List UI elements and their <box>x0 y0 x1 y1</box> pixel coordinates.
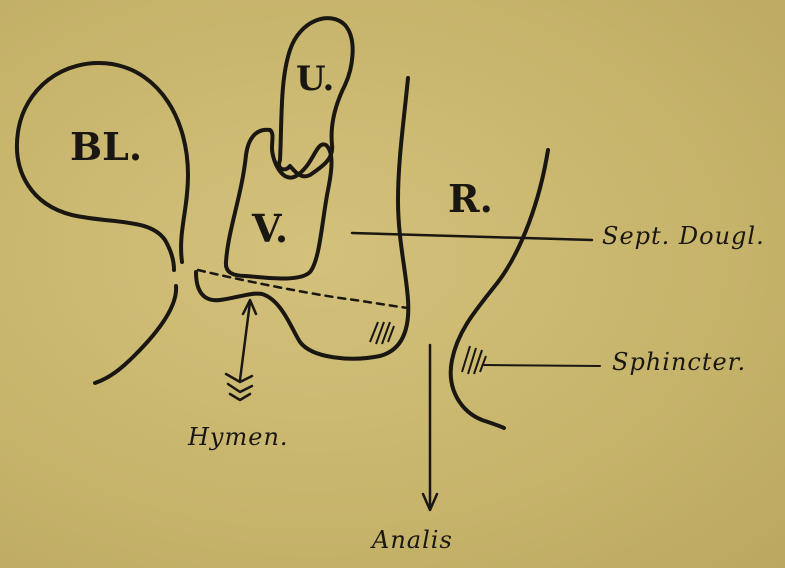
septum-douglas-label: Sept. Dougl. <box>602 224 765 248</box>
hymen-arrow <box>226 300 256 400</box>
perineum-hatching <box>370 322 394 344</box>
hymen-label: Hymen. <box>188 425 289 449</box>
anal-arrow <box>423 345 437 510</box>
sphincter-label: Sphincter. <box>612 350 746 374</box>
sphincter-hatching <box>462 346 486 374</box>
bladder-label: BL. <box>70 128 142 166</box>
sphincter-pointer-line <box>484 365 600 366</box>
vagina-label: V. <box>252 210 288 248</box>
rectum-label: R. <box>448 180 493 218</box>
anal-label: Analis <box>372 528 453 552</box>
bladder-lower-wall <box>95 286 176 383</box>
perineal-body-outline <box>196 78 408 359</box>
uterus-label: U. <box>296 62 334 96</box>
septum-pointer-line <box>352 233 592 240</box>
